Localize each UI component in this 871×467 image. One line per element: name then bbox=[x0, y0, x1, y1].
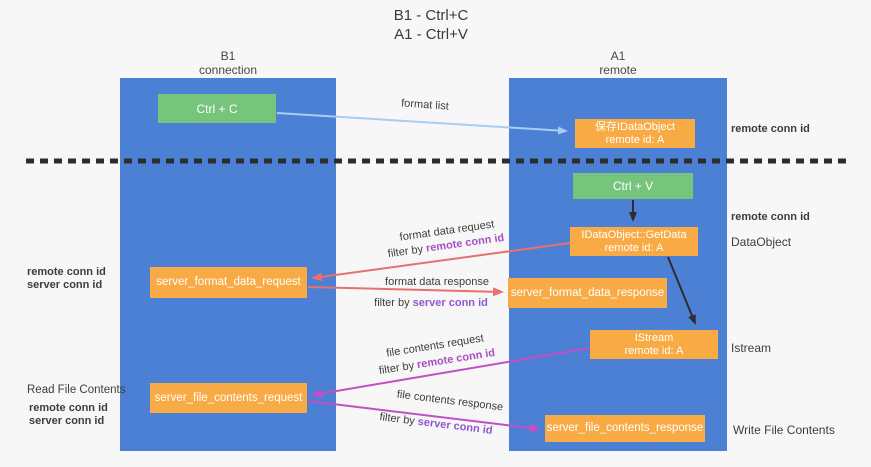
title-line-a1: A1 - Ctrl+V bbox=[394, 26, 468, 43]
server-format-data-response-label: server_format_data_response bbox=[510, 286, 665, 299]
column-header-b1-connection: B1 connection bbox=[120, 49, 336, 77]
left-remote-conn-id-top-label: remote conn id bbox=[27, 266, 106, 278]
getdata-line2: remote id: A bbox=[604, 241, 664, 254]
server-file-contents-request-box: server_file_contents_request bbox=[150, 383, 307, 413]
file-contents-response-label: file contents response bbox=[396, 388, 504, 414]
dataobject-annotation: DataObject bbox=[731, 235, 792, 249]
column-b1-role: connection bbox=[198, 63, 258, 77]
save-idataobject-box: 保存IDataObject remote id: A bbox=[575, 119, 695, 148]
server-file-contents-request-label: server_file_contents_request bbox=[154, 391, 303, 404]
server-file-contents-response-label: server_file_contents_response bbox=[546, 422, 704, 434]
save-idataobject-line2: remote id: A bbox=[605, 133, 665, 146]
istream-line2: remote id: A bbox=[624, 344, 684, 357]
filter-by-text: filter by bbox=[378, 411, 416, 428]
left-server-conn-id-top-label: server conn id bbox=[27, 279, 103, 291]
filter-by-text: filter by bbox=[387, 243, 424, 261]
ctrl-c-box: Ctrl + C bbox=[158, 94, 276, 123]
write-file-contents-annotation: Write File Contents bbox=[733, 423, 835, 437]
server-file-contents-response-box: server_file_contents_response bbox=[545, 415, 705, 442]
format-data-response-filter-label: filter by server conn id bbox=[374, 297, 488, 309]
column-a1-role: remote bbox=[599, 63, 637, 77]
diagram-title: B1 - Ctrl+C A1 - Ctrl+V bbox=[394, 6, 469, 44]
getdata-line1: IDataObject::GetData bbox=[581, 228, 687, 241]
left-server-conn-id-bottom-label: server conn id bbox=[29, 415, 105, 427]
istream-line1: IStream bbox=[634, 331, 674, 344]
server-format-data-response-box: server_format_data_response bbox=[508, 278, 667, 308]
column-header-a1-remote: A1 remote bbox=[509, 49, 727, 77]
server-format-data-request-box: server_format_data_request bbox=[150, 267, 307, 298]
idataobject-getdata-box: IDataObject::GetData remote id: A bbox=[570, 227, 698, 256]
left-remote-conn-id-bottom-label: remote conn id bbox=[29, 402, 108, 414]
right-remote-conn-id-top-label: remote conn id bbox=[731, 123, 810, 135]
istream-annotation: Istream bbox=[731, 341, 772, 355]
save-idataobject-line1: 保存IDataObject bbox=[594, 120, 676, 133]
istream-box: IStream remote id: A bbox=[590, 330, 718, 359]
title-line-b1: B1 - Ctrl+C bbox=[393, 7, 469, 24]
ctrl-v-label: Ctrl + V bbox=[612, 179, 654, 193]
server-conn-id-text: server conn id bbox=[417, 415, 494, 437]
read-file-contents-annotation: Read File Contents bbox=[27, 384, 126, 396]
server-format-data-request-label: server_format_data_request bbox=[156, 276, 301, 288]
server-conn-id-text: server conn id bbox=[412, 297, 488, 309]
filter-by-text: filter by bbox=[374, 297, 410, 309]
right-remote-conn-id-mid-label: remote conn id bbox=[731, 211, 810, 223]
filter-by-text: filter by bbox=[378, 359, 416, 378]
ctrl-c-label: Ctrl + C bbox=[196, 101, 238, 116]
format-data-response-label: format data response bbox=[385, 276, 489, 288]
file-contents-response-filter-label: filter by server conn id bbox=[379, 411, 493, 437]
column-a1-name: A1 bbox=[610, 49, 626, 63]
ctrl-v-box: Ctrl + V bbox=[573, 173, 693, 199]
column-b1-name: B1 bbox=[220, 49, 236, 63]
format-list-label: format list bbox=[400, 97, 450, 113]
